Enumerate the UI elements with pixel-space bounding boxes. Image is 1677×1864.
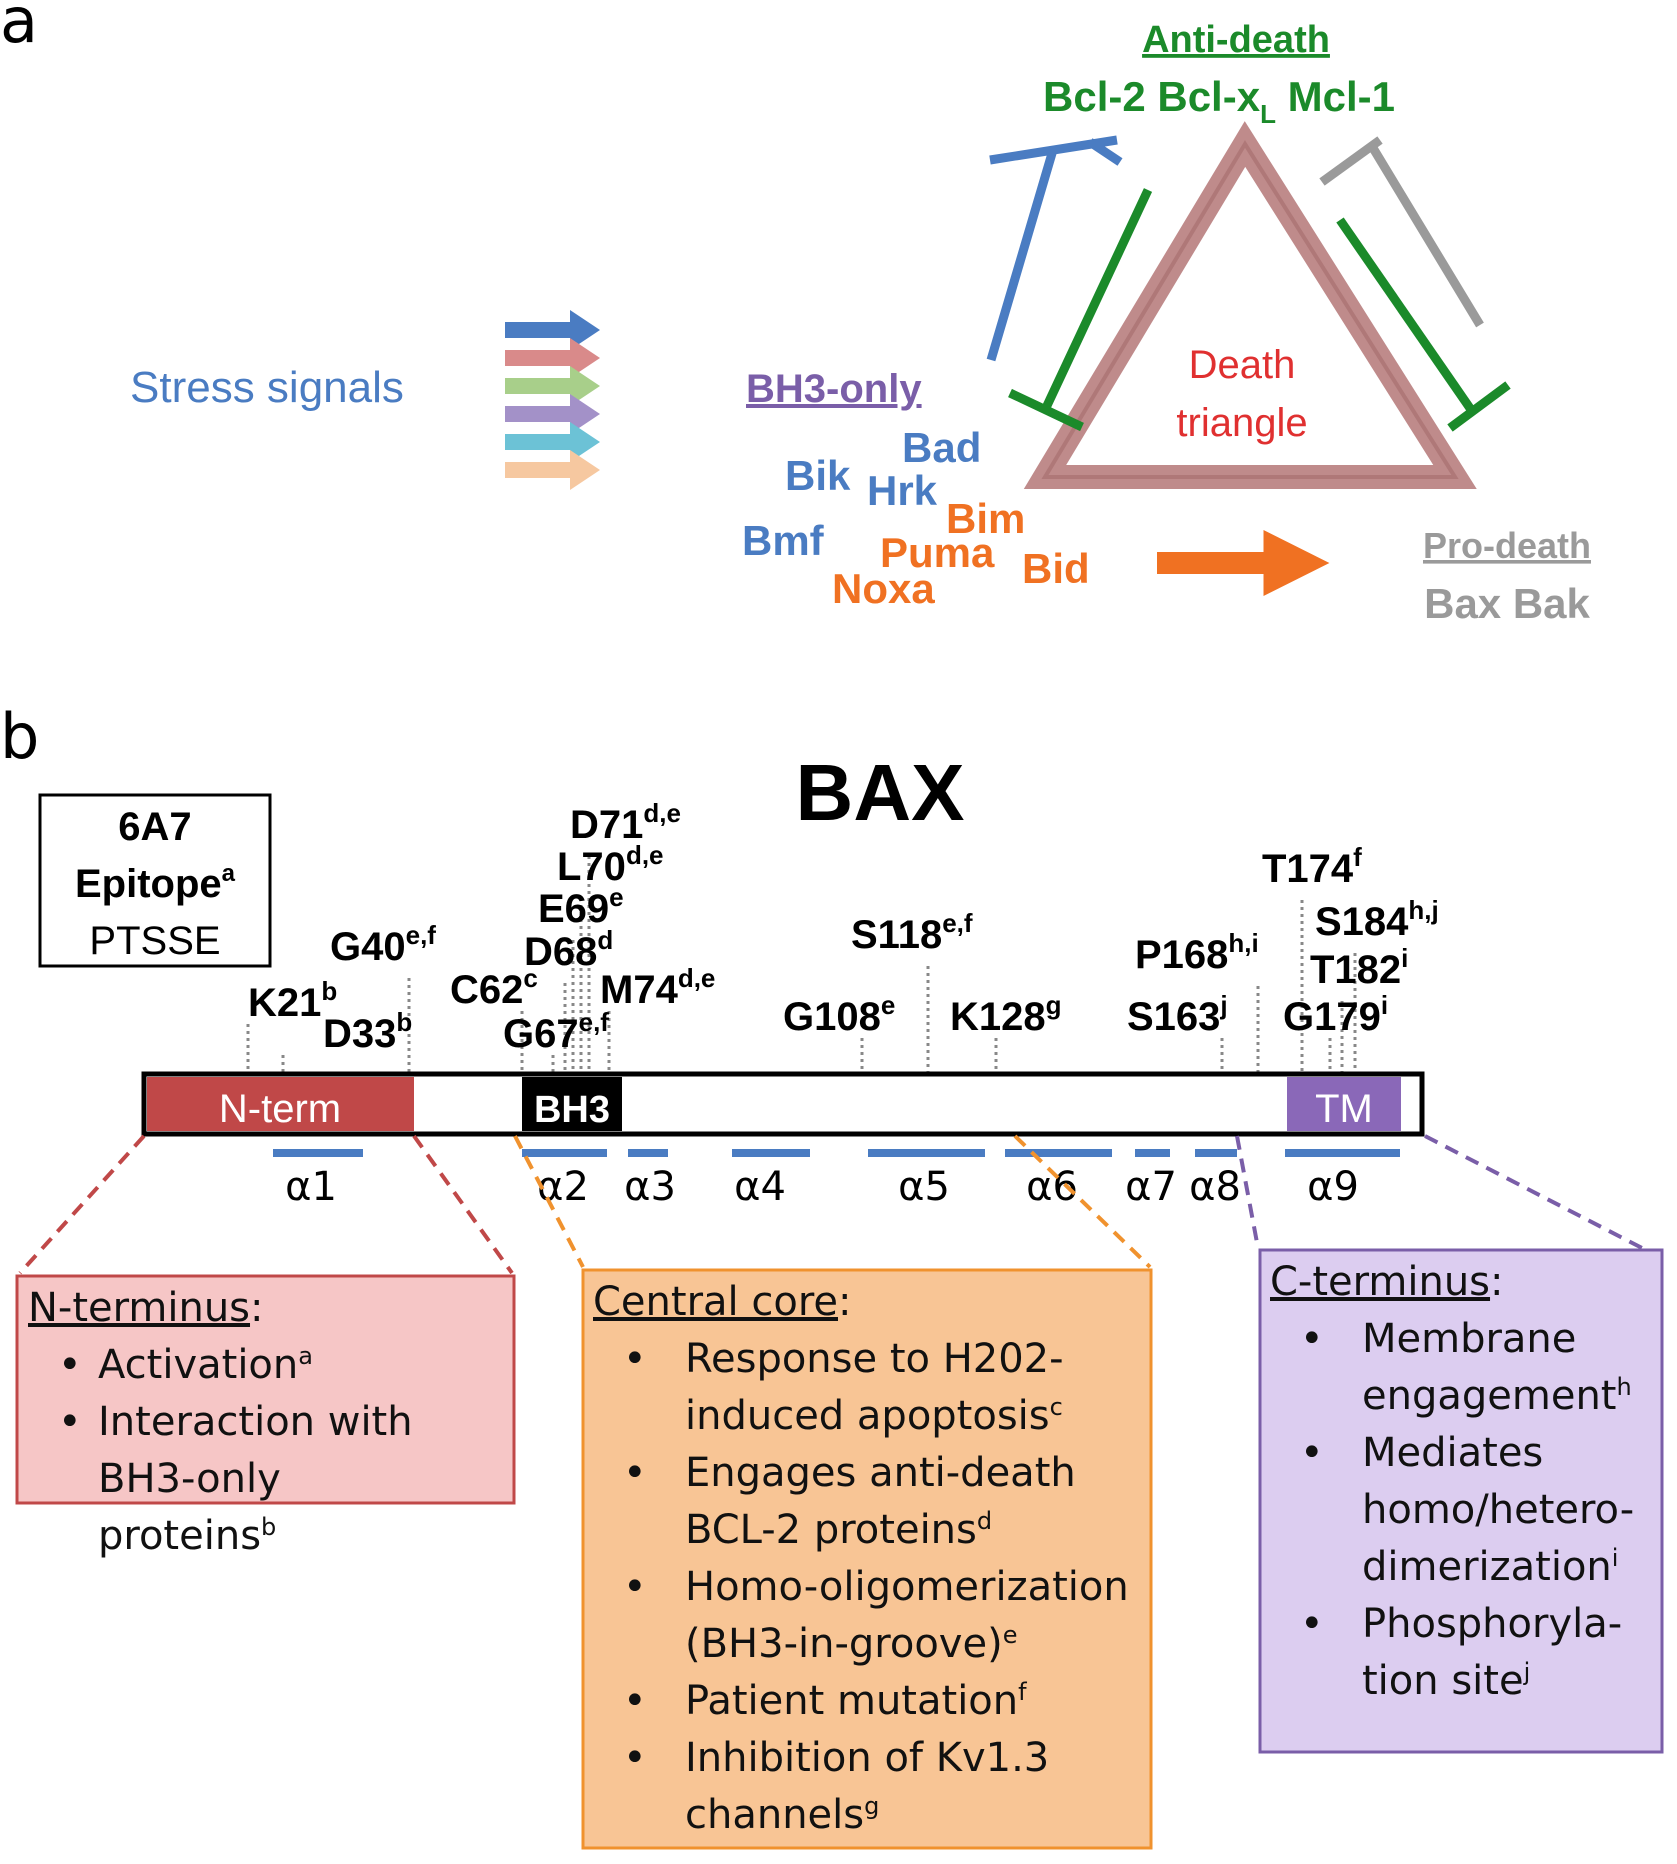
bh3-inhibits-antideath-blue: [986, 135, 1123, 362]
central-core-text: Central core: Response to H202-induced a…: [593, 1274, 1153, 1844]
helix-label-8: α8: [1189, 1164, 1241, 1210]
residue-l70: L70d,e: [557, 840, 664, 889]
residue-dotted-lines: [246, 856, 1357, 1072]
central-core-item-4: Patient mutationf: [593, 1673, 1153, 1730]
stress-arrow: [505, 394, 600, 434]
residue-d68: D68d: [524, 925, 613, 974]
stress-arrow: [505, 310, 600, 350]
bh3-protein-bim: Bim: [946, 495, 1025, 542]
helix-label-7: α7: [1125, 1164, 1177, 1210]
stress-arrow: [505, 450, 600, 490]
residue-d33: D33b: [323, 1007, 412, 1056]
death-triangle-shadow: [1041, 140, 1459, 479]
helix-label-1: α1: [285, 1164, 337, 1210]
cterminus-item-1: Membrane engagementh: [1270, 1311, 1662, 1425]
residue-s163: S163j: [1127, 990, 1228, 1039]
stress-signal-arrows: [505, 310, 600, 490]
stress-signals-label: Stress signals: [130, 363, 404, 412]
panel-a-label: a: [0, 0, 38, 57]
nterm-domain: [147, 1077, 414, 1131]
bh3-domain: [522, 1077, 622, 1131]
death-triangle-line1: Death: [1189, 343, 1296, 387]
box-connectors: [18, 1134, 1643, 1275]
epitope-box: [38, 793, 272, 968]
cterminus-text: C-terminus: Membrane engagementh Mediate…: [1270, 1254, 1662, 1710]
bh3-only-title: BH3-only: [746, 367, 922, 411]
nterminus-item-1: Activationa: [28, 1337, 508, 1394]
stress-arrow: [505, 422, 600, 462]
residue-k128: K128g: [950, 990, 1062, 1039]
nterminus-text: N-terminus: Activationa Interaction with…: [28, 1280, 508, 1565]
residue-s118: S118e,f: [851, 908, 973, 957]
cterminus-list: Membrane engagementh Mediates homo/heter…: [1270, 1311, 1662, 1710]
residue-s184: S184h,j: [1315, 895, 1439, 944]
helix-label-5: α5: [898, 1164, 950, 1210]
bh3-protein-noxa: Noxa: [832, 565, 935, 612]
bh3-protein-bid: Bid: [1022, 545, 1090, 592]
residue-g179: G179i: [1283, 990, 1388, 1039]
cterminus-item-3: Phosphoryla-tion sitej: [1270, 1596, 1662, 1710]
helix-label-3: α3: [624, 1164, 676, 1210]
epitope-line2: Epitopea: [75, 860, 236, 906]
bh3-protein-puma: Puma: [880, 529, 995, 576]
residue-g108: G108e: [783, 990, 895, 1039]
residue-e69: E69e: [538, 882, 624, 931]
residue-g67: G67e,f: [503, 1007, 609, 1056]
stress-arrow: [505, 338, 600, 378]
residue-k21: K21b: [248, 976, 337, 1025]
residue-t174: T174f: [1262, 842, 1362, 891]
central-core-header: Central core: [593, 1279, 838, 1325]
nterminus-list: Activationa Interaction with BH3-only pr…: [28, 1337, 508, 1565]
nterminus-header: N-terminus: [28, 1285, 251, 1331]
central-core-item-5: Inhibition of Kv1.3 channelsg: [593, 1730, 1153, 1844]
antideath-inhibits-bh3-green: [1008, 188, 1153, 432]
residue-c62: C62c: [450, 963, 538, 1012]
bh3-protein-bmf: Bmf: [742, 517, 825, 564]
central-core-item-2: Engages anti-death BCL-2 proteinsd: [593, 1445, 1153, 1559]
tm-domain-label: TM: [1315, 1087, 1373, 1131]
stress-arrow: [505, 366, 600, 406]
residue-p168: P168h,i: [1135, 928, 1259, 977]
residue-t182: T182i: [1310, 943, 1408, 992]
central-core-item-3: Homo-oligomerization (BH3-in-groove)e: [593, 1559, 1153, 1673]
bax-title: BAX: [796, 748, 965, 837]
prodeath-inhibits-antideath-gray: [1319, 136, 1484, 328]
tm-domain: [1287, 1077, 1401, 1131]
anti-death-title: Anti-death: [1142, 19, 1330, 61]
cterminus-header: C-terminus: [1270, 1259, 1491, 1305]
bh3-protein-hrk: Hrk: [867, 467, 938, 514]
bh3-protein-bad: Bad: [902, 424, 981, 471]
nterm-domain-label: N-term: [219, 1087, 341, 1131]
residue-m74: M74d,e: [600, 963, 715, 1012]
panel-b-label: b: [0, 700, 39, 773]
cterminus-item-2: Mediates homo/hetero-dimerizationi: [1270, 1425, 1662, 1596]
anti-death-proteins: Bcl-2 Bcl-xL Mcl-1: [1043, 73, 1395, 129]
pro-death-title: Pro-death: [1423, 525, 1591, 566]
helix-label-2: α2: [537, 1164, 589, 1210]
residue-d71: D71d,e: [570, 798, 681, 847]
pro-death-proteins: Bax Bak: [1424, 580, 1590, 627]
epitope-line1: 6A7: [118, 805, 191, 849]
bh3-domain-label: BH3: [534, 1089, 610, 1131]
epitope-sequence: PTSSE: [89, 919, 220, 963]
central-core-list: Response to H202-induced apoptosisc Enga…: [593, 1331, 1153, 1844]
residue-g40: G40e,f: [330, 920, 436, 969]
central-core-item-1: Response to H202-induced apoptosisc: [593, 1331, 1153, 1445]
death-triangle-line2: triangle: [1176, 401, 1307, 445]
bh3-protein-bik: Bik: [785, 452, 851, 499]
helix-label-9: α9: [1307, 1164, 1359, 1210]
helix-label-4: α4: [734, 1164, 786, 1210]
antideath-inhibits-prodeath-green: [1336, 217, 1511, 432]
nterminus-item-2: Interaction with BH3-only proteinsb: [28, 1394, 508, 1565]
